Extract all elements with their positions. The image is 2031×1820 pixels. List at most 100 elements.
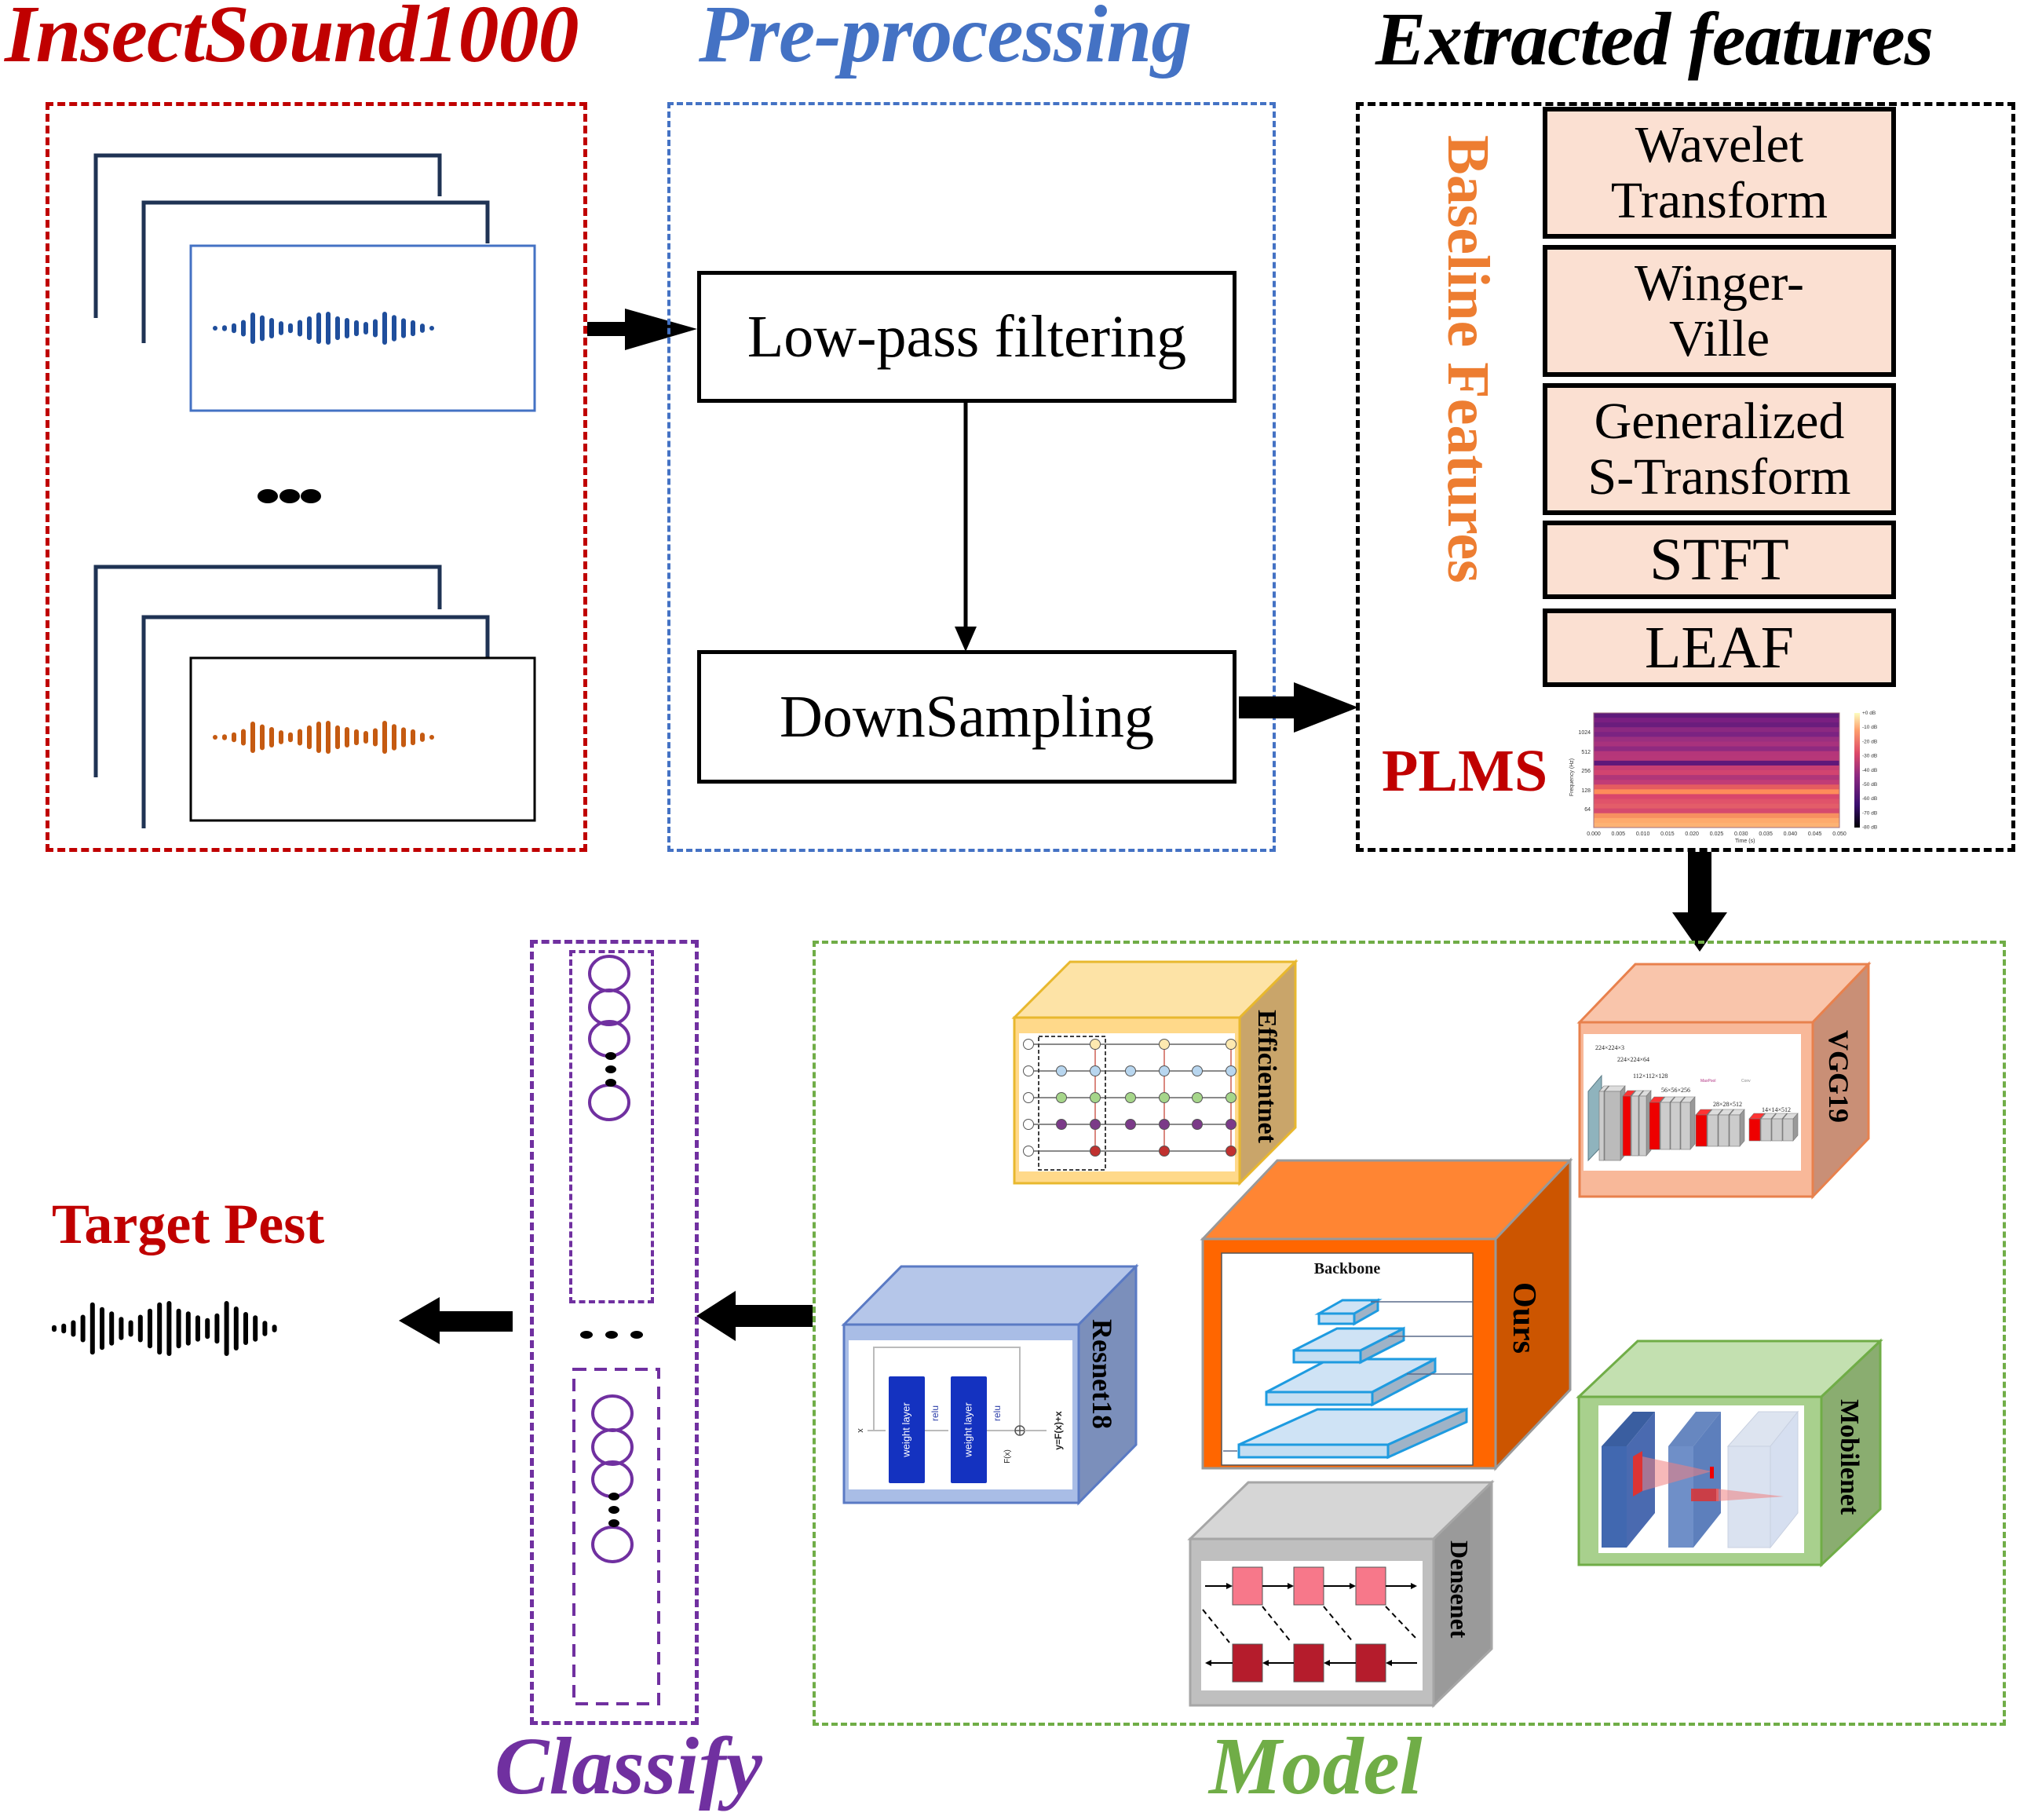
vgg-layer-label: 56×56×256 xyxy=(1661,1087,1690,1094)
waveform-bar xyxy=(316,312,321,344)
svg-text:weight layer: weight layer xyxy=(962,1402,973,1458)
waveform-bar xyxy=(382,721,387,754)
waveform-bar xyxy=(345,726,349,748)
backbone-layer xyxy=(1237,1443,1390,1459)
target-pest-label: Target Pest xyxy=(52,1193,325,1255)
bifpn-node xyxy=(1056,1092,1067,1103)
backbone-layer xyxy=(1292,1349,1362,1364)
spectrogram-band xyxy=(1594,713,1839,718)
feature-wigner-ville: Winger- Ville xyxy=(1543,245,1896,377)
arrow-down-icon xyxy=(1672,852,1727,952)
waveform-bar xyxy=(288,732,293,743)
waveform-bar xyxy=(262,1321,268,1336)
spectrogram-xtick: 0.040 xyxy=(1784,831,1798,837)
waveform-bar xyxy=(61,1323,67,1334)
spectrogram-band xyxy=(1594,722,1839,728)
spectrogram-ylabel: Frequency (Hz) xyxy=(1569,758,1575,796)
svg-text:relu: relu xyxy=(992,1405,1003,1421)
vgg-legend-conv: Conv xyxy=(1741,1079,1751,1084)
vgg-layer-label: 224×224×64 xyxy=(1617,1056,1649,1063)
ellipsis-dot xyxy=(608,1493,619,1500)
waveform-bar xyxy=(241,729,246,746)
waveform-bar xyxy=(363,731,368,744)
spectrogram-band xyxy=(1594,765,1839,771)
arrow-down-icon xyxy=(955,403,977,652)
cube-efficientnet: Efficientnet xyxy=(1011,959,1299,1186)
waveform-bar xyxy=(241,320,246,337)
feature-wavelet: Wavelet Transform xyxy=(1543,107,1896,239)
spectrogram-band xyxy=(1594,732,1839,737)
waveform-bar xyxy=(119,1317,124,1340)
feature-stft: STFT xyxy=(1543,521,1896,599)
ellipsis-dots xyxy=(258,489,321,503)
spectrogram-xtick: 0.010 xyxy=(1636,831,1650,837)
neuron-node xyxy=(591,1428,634,1466)
spectrogram-xtick: 0.050 xyxy=(1832,831,1847,837)
waveform-bar xyxy=(373,319,378,338)
dense-block xyxy=(1355,1566,1386,1606)
waveform-bar xyxy=(205,1317,210,1339)
lowpass-filter-step: Low-pass filtering xyxy=(697,271,1236,403)
svg-text:weight layer: weight layer xyxy=(900,1402,911,1458)
waveform-bar xyxy=(214,1313,220,1344)
waveform-bar xyxy=(401,318,406,338)
svg-text:relu: relu xyxy=(930,1405,941,1421)
spectrogram-band xyxy=(1594,803,1839,809)
bifpn-node xyxy=(1090,1092,1101,1103)
vgg-layer-block xyxy=(1771,1118,1783,1142)
spectrogram-xtick: 0.020 xyxy=(1685,831,1699,837)
preprocessing-title: Pre-processing xyxy=(699,0,1192,79)
waveform-bar xyxy=(109,1311,115,1346)
waveform-bar xyxy=(128,1320,133,1337)
waveform-bar xyxy=(326,721,331,754)
downsampling-step: DownSampling xyxy=(697,650,1236,784)
feature-leaf: LEAF xyxy=(1543,608,1896,687)
bifpn-node xyxy=(1159,1119,1170,1130)
waveform-bar xyxy=(80,1314,86,1343)
colorbar-tick: +0 dB xyxy=(1862,711,1876,716)
bifpn-node xyxy=(1159,1039,1170,1050)
ellipsis-dot xyxy=(605,1065,616,1073)
waveform-bar xyxy=(363,322,368,334)
vgg-layer-label: 14×14×512 xyxy=(1762,1106,1791,1113)
spectrogram-band xyxy=(1594,755,1839,762)
spectrogram-band xyxy=(1594,751,1839,757)
bifpn-node xyxy=(1023,1065,1034,1076)
audio-frame-middle xyxy=(141,615,490,828)
plms-label: PLMS xyxy=(1382,738,1548,804)
vgg-layer-block xyxy=(1748,1118,1761,1142)
classify-panel xyxy=(530,940,699,1725)
waveform-bar xyxy=(148,1308,152,1349)
feature-label: LEAF xyxy=(1645,614,1794,681)
waveform-bar xyxy=(250,312,255,344)
vgg-layer-block xyxy=(1718,1114,1730,1147)
waveform-bar xyxy=(232,732,236,743)
cube-label: Ours xyxy=(1506,1282,1542,1354)
spectrogram-xtick: 0.005 xyxy=(1612,831,1626,837)
vgg-layer-label: 28×28×512 xyxy=(1713,1101,1742,1108)
cube-mobilenet: Mobilenet xyxy=(1576,1338,1883,1568)
svg-text:x: x xyxy=(856,1428,865,1433)
bifpn-node xyxy=(1226,1119,1236,1130)
dense-block xyxy=(1293,1566,1324,1606)
bifpn-node xyxy=(1090,1119,1101,1130)
spectrogram-ytick: 128 xyxy=(1581,788,1591,794)
spectrogram-xtick: 0.030 xyxy=(1734,831,1748,837)
feature-label: Winger- xyxy=(1635,254,1804,312)
vgg-layer-block xyxy=(1631,1095,1639,1157)
waveform-bar xyxy=(345,317,349,339)
dense-block xyxy=(1232,1643,1263,1683)
feature-generalized-s-transform: Generalized S-Transform xyxy=(1543,383,1896,515)
backbone-layer xyxy=(1265,1391,1374,1406)
waveform-bar xyxy=(279,730,283,744)
dataset-panel xyxy=(46,102,587,852)
waveform-bar xyxy=(316,722,321,753)
vgg-layer-block xyxy=(1604,1091,1621,1161)
vgg-layer-block xyxy=(1660,1102,1671,1150)
waveform-bar xyxy=(100,1307,104,1350)
waveform-bar xyxy=(279,321,283,335)
